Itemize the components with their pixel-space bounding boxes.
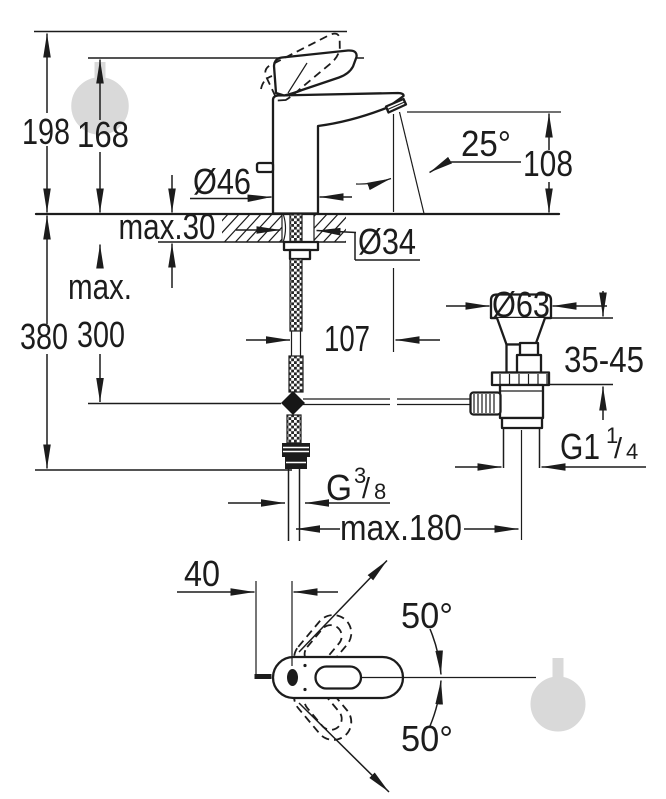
drain-flange: [489, 293, 553, 320]
swing-angle-lines: [298, 559, 443, 793]
detail-dot-lower: [303, 687, 307, 692]
handle-front-knob: [287, 669, 298, 686]
hose-elbow-fitting: [281, 391, 305, 415]
dim-drain-thread-sup: 1: [606, 423, 618, 448]
drain-tailpipe: [502, 428, 541, 540]
dimension-total-drop: 380: [20, 215, 68, 469]
dimension-supply-thread: G 3 / 8: [228, 463, 390, 508]
dim-spout-angle: 25°: [461, 123, 511, 164]
spout-aerator: [384, 97, 408, 114]
threaded-shank: [282, 213, 320, 332]
dim-drain-thread-slash: /: [614, 433, 623, 465]
hole-chamfer-arc: [282, 214, 287, 242]
dim-drain-thread-sub: 4: [626, 439, 638, 464]
dimension-hose-reach: max.180: [296, 507, 519, 548]
faucet-side-view: 198 168 Ø46 25° 108 max.30: [20, 30, 646, 548]
drain-rod-knob: [469, 391, 502, 416]
dim-supply-thread-slash: /: [362, 473, 371, 505]
drain-body: [498, 383, 545, 420]
dim-base-diameter: Ø46: [193, 161, 251, 202]
dimension-spout-outlet-height: 108: [523, 113, 573, 213]
dim-hose-drop-word: max.: [68, 266, 132, 307]
dimension-spout-reach: 107: [246, 318, 440, 359]
mounting-nut: [288, 248, 312, 261]
dim-spout-reach: 107: [324, 318, 370, 359]
water-stream: [355, 111, 425, 352]
dim-swing-angle-upper: 50°: [401, 595, 453, 636]
dimension-spout-angle: 25°: [429, 123, 521, 174]
dimension-hole-diameter: Ø34: [236, 221, 420, 262]
dimension-base-diameter: Ø46: [190, 161, 352, 203]
pop-up-rod-top-view: [254, 674, 272, 679]
dim-supply-thread-sup: 3: [354, 463, 366, 488]
faucet-body: [255, 91, 408, 215]
dimension-handle-height: 168: [77, 59, 129, 213]
dimension-overall-height: 198: [22, 33, 70, 213]
flexible-hose: [281, 331, 310, 469]
dim-total-drop: 380: [20, 316, 68, 357]
dim-drain-flange-diameter: Ø63: [492, 284, 550, 325]
drain-lock-nut: [490, 371, 551, 387]
pop-up-knob: [255, 161, 275, 174]
mounting-washer: [282, 240, 320, 252]
dimension-deck-thickness: max.30: [119, 175, 216, 288]
dimension-hose-drop: max. 300: [68, 244, 132, 402]
dim-supply-thread-main: G: [326, 467, 352, 508]
supply-pipe: [287, 469, 301, 541]
dimension-handle-front-offset: 40: [177, 553, 338, 675]
dim-handle-front-offset: 40: [184, 553, 220, 594]
dim-swing-angle-lower: 50°: [401, 718, 453, 759]
handle-crease-line: [287, 62, 308, 94]
dim-drain-thread-main: G1: [560, 426, 600, 467]
dimension-drain-flange-diameter: Ø63: [446, 284, 607, 325]
dim-hose-reach: max.180: [340, 507, 462, 548]
detail-dot-upper: [303, 663, 307, 668]
dim-hose-drop-value: 300: [77, 314, 125, 355]
faucet-top-view: 40 50° 50°: [177, 553, 536, 793]
handle-swing-arc-dashed: [260, 75, 273, 90]
dim-deck-thickness: max.30: [119, 206, 216, 247]
pop-up-rod: [303, 398, 470, 406]
watermark-bottom-right: [530, 658, 586, 732]
dimension-drain-thread: G1 1 / 4: [455, 423, 646, 471]
drain-collar: [500, 416, 544, 430]
dim-supply-thread-sub: 8: [374, 479, 386, 504]
dim-spout-outlet-height: 108: [523, 143, 573, 184]
handle-top-view: [314, 665, 363, 690]
dim-overall-height: 198: [22, 111, 70, 152]
drain-valve: [469, 293, 553, 540]
dim-basin-clamp-range: 35-45: [564, 339, 644, 380]
dim-hole-diameter: Ø34: [358, 221, 416, 262]
supply-connector-nut: [282, 443, 310, 469]
dimension-basin-clamp-range: 35-45: [550, 291, 644, 420]
dim-handle-height: 168: [77, 114, 129, 155]
